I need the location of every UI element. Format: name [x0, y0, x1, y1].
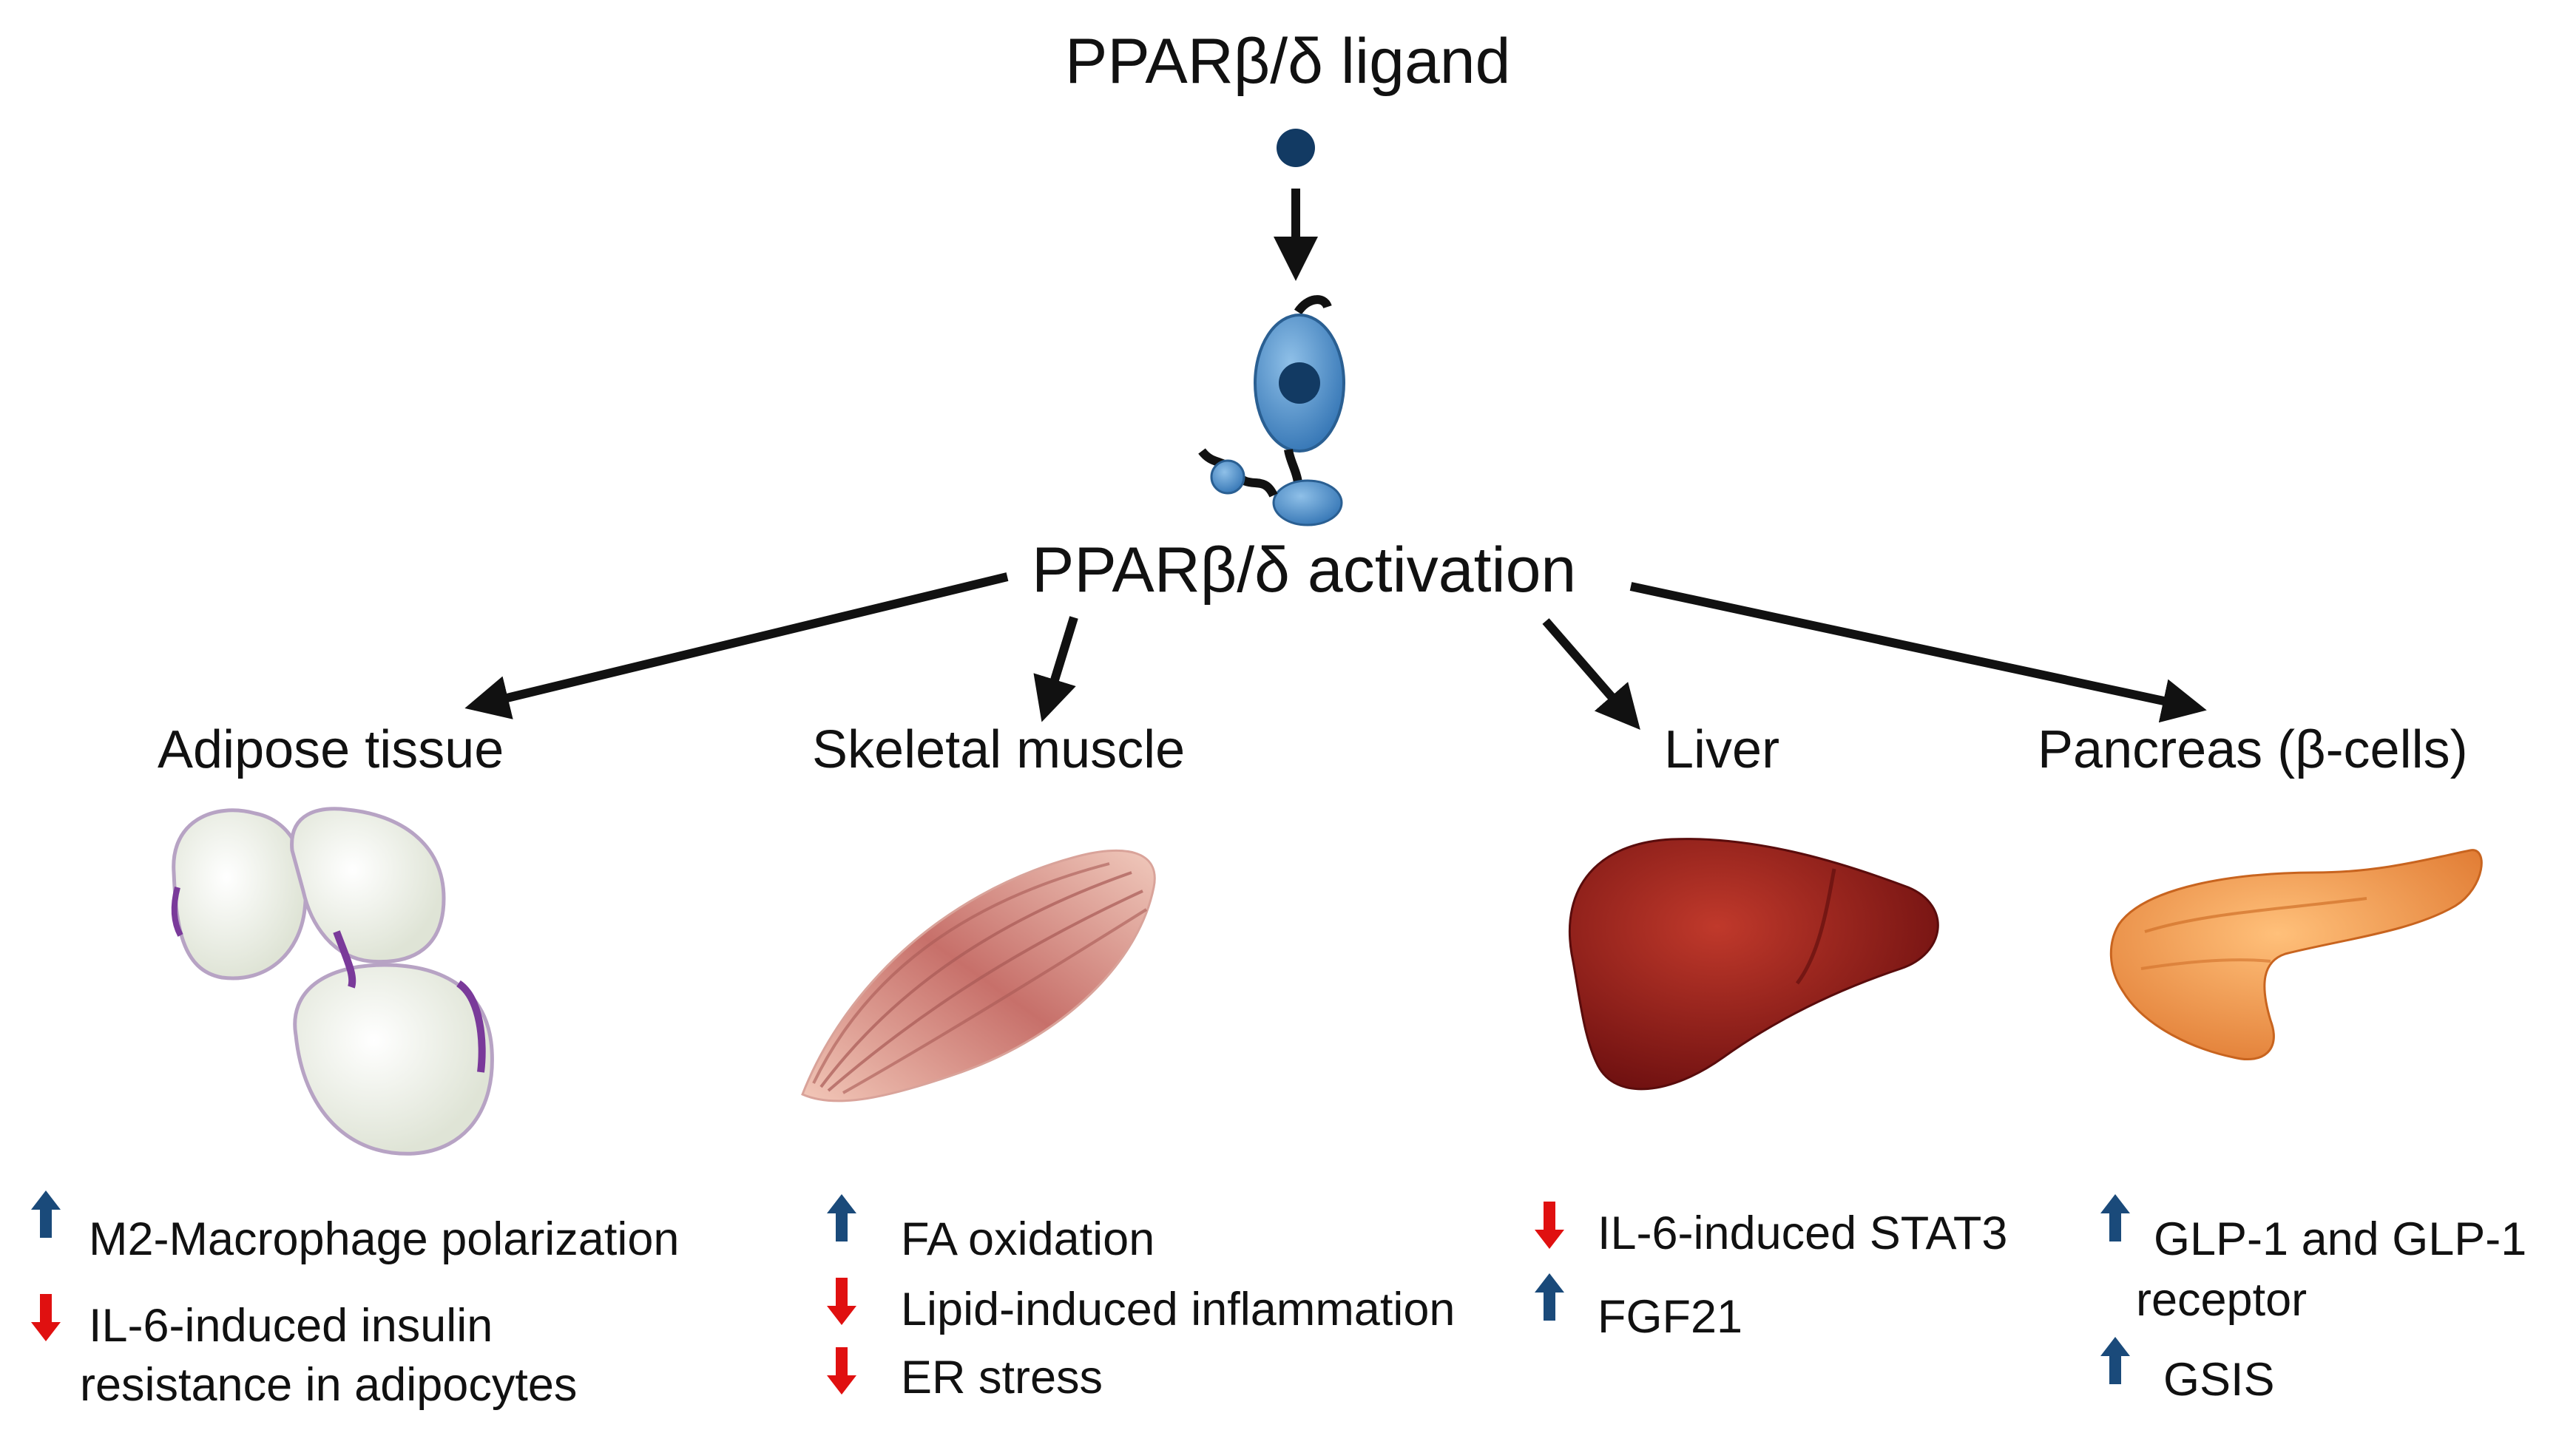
effect-text: M2-Macrophage polarization [89, 1213, 680, 1265]
effect-text: FGF21 [1598, 1291, 1743, 1343]
down-arrow-icon [827, 1278, 856, 1325]
up-arrow-icon [31, 1190, 61, 1238]
up-arrow-icon [2100, 1337, 2130, 1384]
organ-label-adipose: Adipose tissue [158, 720, 504, 779]
activation-label: PPARβ/δ activation [1032, 535, 1577, 606]
organ-label-muscle: Skeletal muscle [812, 720, 1186, 779]
adipose-tissue-image [171, 807, 494, 1156]
down-arrow-icon [1535, 1202, 1564, 1249]
down-arrow-icon [827, 1347, 856, 1395]
receptor-icon [1198, 295, 1345, 526]
organ-label-liver: Liver [1664, 720, 1780, 779]
organ-label-pancreas: Pancreas (β-cells) [2038, 720, 2468, 779]
effect-text-continued: receptor [2136, 1274, 2308, 1326]
effect-text: FA oxidation [901, 1213, 1155, 1265]
effect-text: GLP-1 and GLP-1 [2154, 1213, 2527, 1265]
ligand-title: PPARβ/δ ligand [1065, 26, 1511, 97]
up-arrow-icon [827, 1194, 856, 1241]
effect-text: IL-6-induced insulin [89, 1300, 493, 1352]
down-arrow-icon [31, 1294, 61, 1341]
liver-image [1568, 838, 1939, 1091]
skeletal-muscle-image [801, 849, 1156, 1102]
arrow-to-muscle [1033, 616, 1078, 722]
ligand-icon [1277, 129, 1315, 167]
pancreas-image [2109, 849, 2483, 1061]
effect-text: Lipid-induced inflammation [901, 1284, 1456, 1335]
effect-text: IL-6-induced STAT3 [1598, 1207, 2008, 1259]
arrow-to-pancreas [1629, 582, 2207, 723]
arrow-to-liver [1542, 618, 1640, 731]
effect-text: ER stress [901, 1352, 1103, 1403]
effect-text-continued: resistance in adipocytes [80, 1359, 578, 1411]
effect-text: GSIS [2163, 1354, 2275, 1406]
arrow-to-adipose [464, 572, 1009, 719]
up-arrow-icon [2100, 1194, 2130, 1241]
up-arrow-icon [1535, 1273, 1564, 1321]
